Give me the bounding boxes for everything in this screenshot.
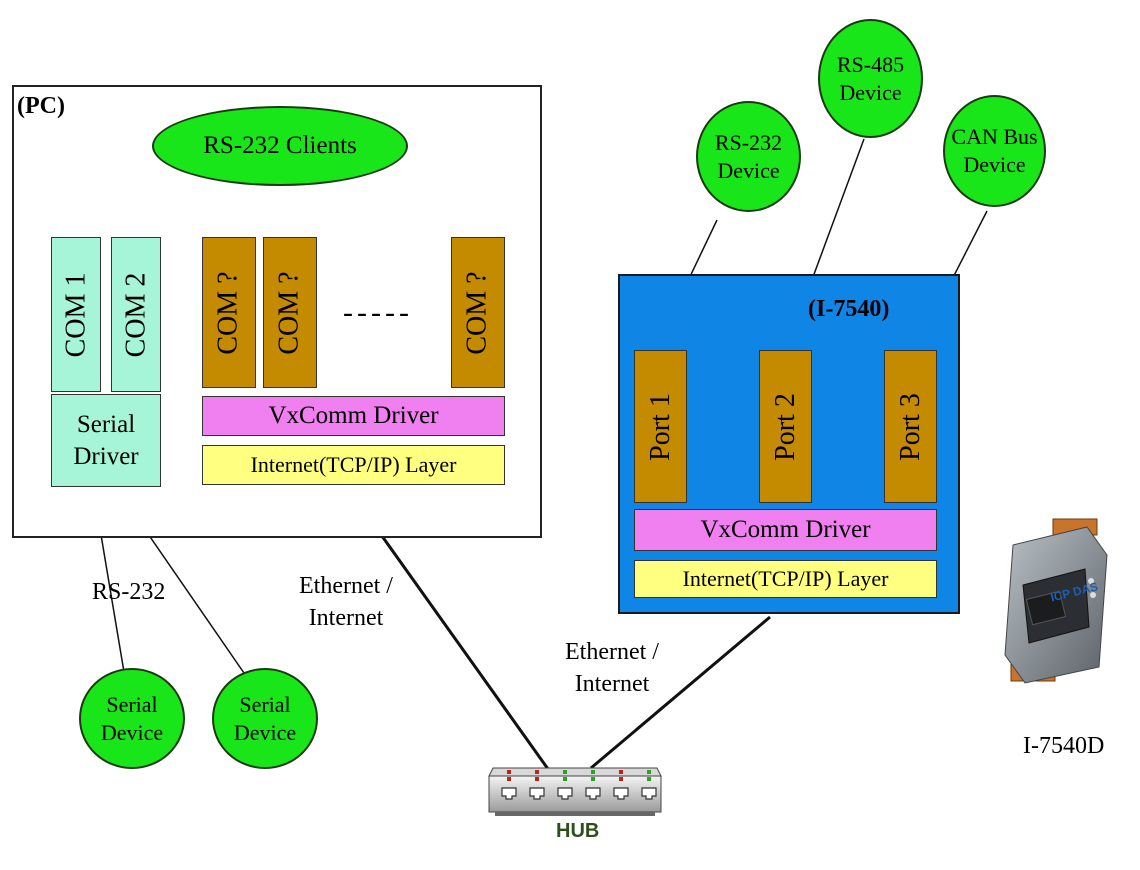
virtual-com-port-2: COM ? [263, 237, 317, 388]
i7540-port-3-label: Port 3 [894, 392, 926, 461]
virtual-com-port-2-label: COM ? [274, 270, 306, 355]
i7540d-label: I-7540D [1023, 733, 1105, 759]
i7540-port-2-label: Port 2 [769, 392, 801, 461]
pc-vxcomm-driver-label: VxComm Driver [268, 402, 439, 429]
rs232-device: RS-232 Device [696, 101, 801, 212]
virtual-com-port-1: COM ? [202, 237, 256, 388]
i7540-ethernet-label: Ethernet / Internet [552, 636, 672, 700]
rs232-link-label: RS-232 [92, 579, 166, 605]
virtual-com-port-n-label: COM ? [462, 270, 494, 355]
pc-ethernet-label: Ethernet / Internet [286, 570, 406, 634]
rs232-clients-ellipse: RS-232 Clients [152, 106, 408, 186]
pc-ethernet-line2: Internet [308, 605, 384, 631]
i7540-ethernet-line1: Ethernet / [565, 639, 659, 665]
i7540-port-3: Port 3 [884, 350, 937, 503]
serial-driver: Serial Driver [51, 394, 161, 487]
serial-device-2-line1: Serial [239, 691, 291, 717]
pc-title: (PC) [17, 93, 65, 119]
hub-port-leds [507, 770, 651, 781]
serial-driver-line2: Driver [73, 442, 139, 470]
serial-device-1-line2: Device [100, 719, 164, 745]
hub-ethernet-ports [501, 787, 657, 800]
pc-ethernet-line [365, 514, 550, 770]
pc-tcpip-layer-label: Internet(TCP/IP) Layer [250, 452, 457, 477]
serial-device-2: Serial Device [212, 668, 318, 769]
serial-device-2-line2: Device [233, 719, 297, 745]
com-port-2: COM 2 [111, 237, 161, 392]
rs485-device: RS-485 Device [818, 19, 923, 138]
can-bus-device: CAN Bus Device [943, 95, 1046, 207]
i7540-ethernet-line2: Internet [574, 671, 650, 697]
i7540-title: (I-7540) [808, 296, 890, 322]
rs232-clients-label: RS-232 Clients [203, 132, 357, 159]
com-port-ellipsis: ----- [343, 296, 413, 329]
virtual-com-port-n: COM ? [451, 237, 505, 388]
i7540-port-2: Port 2 [759, 350, 812, 503]
com-port-1-label: COM 1 [60, 272, 92, 357]
serial-device-1-line1: Serial [106, 691, 158, 717]
hub-label: HUB [556, 820, 600, 842]
rs485-device-line2: Device [839, 79, 902, 105]
rs232-device-line2: Device [717, 157, 780, 183]
com-port-2-label: COM 2 [120, 272, 152, 357]
rs485-device-line1: RS-485 [836, 51, 905, 77]
pc-ethernet-line1: Ethernet / [299, 573, 393, 599]
i7540-tcpip-layer-label: Internet(TCP/IP) Layer [682, 566, 889, 591]
i7540-tcpip-layer: Internet(TCP/IP) Layer [634, 560, 937, 598]
i7540-vxcomm-driver-label: VxComm Driver [700, 516, 871, 543]
i7540-port-1: Port 1 [634, 350, 687, 503]
serial-driver-line1: Serial [76, 410, 136, 438]
i7540-ethernet-line [590, 615, 771, 770]
can-bus-device-line1: CAN Bus [951, 124, 1038, 149]
pc-tcpip-layer: Internet(TCP/IP) Layer [202, 445, 505, 485]
i7540-vxcomm-driver: VxComm Driver [634, 509, 937, 551]
serial-device-1: Serial Device [79, 668, 185, 769]
pc-vxcomm-driver: VxComm Driver [202, 396, 505, 436]
com-port-1: COM 1 [51, 237, 101, 392]
i7540d-module-image [1004, 518, 1108, 684]
i7540-port-1-label: Port 1 [644, 392, 676, 461]
rs232-device-line1: RS-232 [714, 129, 783, 155]
can-bus-device-line2: Device [963, 152, 1026, 177]
virtual-com-port-1-label: COM ? [213, 270, 245, 355]
hub-icon [488, 767, 662, 816]
